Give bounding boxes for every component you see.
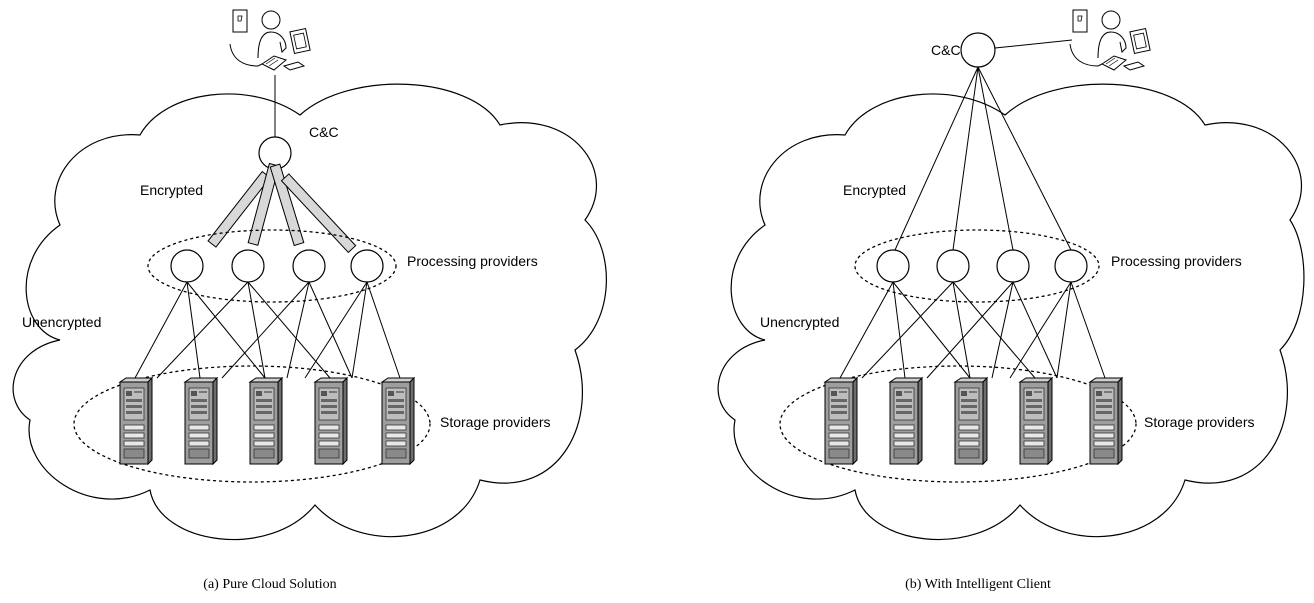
storage-group-outline: [73, 365, 431, 483]
cc-node: [960, 32, 996, 68]
processing-node: [996, 249, 1030, 283]
processing-label: Processing providers: [407, 253, 538, 269]
panel-b-caption: (b) With Intelligent Client: [905, 577, 1051, 592]
user-link: [994, 39, 1073, 49]
panel-a-caption: (a) Pure Cloud Solution: [203, 577, 336, 592]
encrypted-links: [894, 66, 1072, 251]
encrypted-tubes: [207, 162, 357, 254]
server-tower-icon: [184, 377, 218, 465]
unencrypted-label: Unencrypted: [22, 314, 101, 330]
server-tower-icon: [1089, 377, 1123, 465]
cloud-shape: [12, 83, 607, 541]
panel-b: C&C Encrypted Processing providers: [717, 9, 1305, 592]
encrypted-label: Encrypted: [843, 182, 906, 198]
user-at-workstation-icon: [229, 9, 311, 71]
processing-node: [231, 249, 265, 283]
storage-label: Storage providers: [1144, 414, 1255, 430]
cc-label: C&C: [931, 42, 961, 58]
storage-group-outline: [779, 365, 1137, 483]
unencrypted-links: [839, 281, 1106, 379]
server-tower-icon: [249, 377, 283, 465]
cc-label: C&C: [309, 124, 339, 140]
server-tower-icon: [314, 377, 348, 465]
encrypted-label: Encrypted: [140, 182, 203, 198]
processing-node: [170, 249, 204, 283]
processing-node: [1054, 249, 1088, 283]
cc-node: [258, 136, 292, 170]
processing-label: Processing providers: [1111, 253, 1242, 269]
panel-a: C&C Encrypted Processing providers: [12, 9, 607, 592]
cloud-shape: [717, 83, 1305, 541]
processing-node: [350, 249, 384, 283]
processing-group-outline: [854, 229, 1100, 303]
processing-node: [292, 249, 326, 283]
unencrypted-links: [134, 281, 401, 379]
storage-label: Storage providers: [440, 414, 551, 430]
server-tower-icon: [824, 377, 858, 465]
processing-group-outline: [147, 229, 397, 303]
processing-node: [936, 249, 970, 283]
user-at-workstation-icon: [1069, 9, 1151, 71]
server-tower-icon: [119, 377, 153, 465]
unencrypted-label: Unencrypted: [760, 314, 839, 330]
server-tower-icon: [381, 377, 415, 465]
server-tower-icon: [889, 377, 923, 465]
server-tower-icon: [1019, 377, 1053, 465]
processing-node: [876, 249, 910, 283]
server-tower-icon: [954, 377, 988, 465]
